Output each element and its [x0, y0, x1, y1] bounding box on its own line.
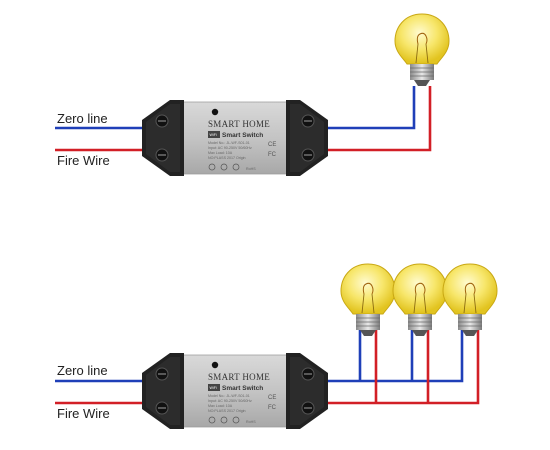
bottom-fire-wire-label: Fire Wire: [57, 406, 110, 421]
top-diagram: Zero line Fire Wire SMART HOME WiFi Smar…: [55, 13, 450, 177]
bottom-badge-text: WiFi: [210, 386, 217, 390]
top-badge-text: WiFi: [210, 133, 217, 137]
top-fire-wire-label: Fire Wire: [57, 153, 110, 168]
top-indoor-icon: [232, 163, 240, 171]
bottom-cert-rohs: RoHS: [246, 420, 256, 424]
top-smart-switch: SMART HOME WiFi Smart Switch Model No.: …: [141, 99, 329, 177]
top-model-title: Smart Switch: [222, 132, 263, 139]
bottom-spec-line-1: Model No.: JL-WF-S01-01: [208, 394, 250, 398]
top-light-bulb-icon: [394, 13, 450, 87]
bottom-light-bulb-icon-3: [442, 263, 498, 337]
top-cert-ce: CE: [268, 142, 276, 148]
bottom-smart-switch: SMART HOME WiFi Smart Switch Model No.: …: [141, 352, 329, 430]
top-spec-line-2: Input: AC 90-250V 50/60Hz: [208, 146, 252, 150]
bottom-spec-line-4: NO:PLASS 2017 Origin: [208, 409, 246, 413]
top-recycle-icon: [208, 163, 216, 171]
top-bin-icon: [220, 163, 228, 171]
top-spec-line-4: NO:PLASS 2017 Origin: [208, 156, 246, 160]
bottom-diagram: Zero line Fire Wire SMART HOME WiFi Smar…: [55, 263, 498, 430]
top-zero-line-output-wire: [322, 86, 416, 130]
bottom-recycle-icon: [208, 416, 216, 424]
bottom-bin-icon: [220, 416, 228, 424]
top-brand-label: SMART HOME: [208, 119, 270, 129]
bottom-indoor-icon: [232, 416, 240, 424]
bottom-brand-label: SMART HOME: [208, 372, 270, 382]
top-cert-rohs: RoHS: [246, 167, 256, 171]
bottom-fire-wire-output-wire: [322, 330, 480, 405]
bottom-spec-line-2: Input: AC 90-250V 50/60Hz: [208, 399, 252, 403]
top-badge: [208, 131, 220, 138]
bottom-cert-ce: CE: [268, 395, 276, 401]
bottom-light-bulb-icon-2: [392, 263, 448, 337]
bottom-model-title: Smart Switch: [222, 385, 263, 392]
top-zero-line-label: Zero line: [57, 111, 108, 126]
bottom-zero-line-output-wire: [322, 330, 464, 383]
bottom-spec-line-3: Max Load: 10A: [208, 404, 233, 408]
bottom-badge: [208, 384, 220, 391]
bottom-zero-line-label: Zero line: [57, 363, 108, 378]
bottom-light-bulb-icon-1: [340, 263, 396, 337]
top-spec-line-3: Max Load: 10A: [208, 151, 233, 155]
top-cert-fc: FC: [268, 152, 277, 158]
top-fire-wire-output-wire: [322, 86, 432, 152]
top-spec-line-1: Model No.: JL-WF-S01-01: [208, 141, 250, 145]
bottom-cert-fc: FC: [268, 405, 277, 411]
